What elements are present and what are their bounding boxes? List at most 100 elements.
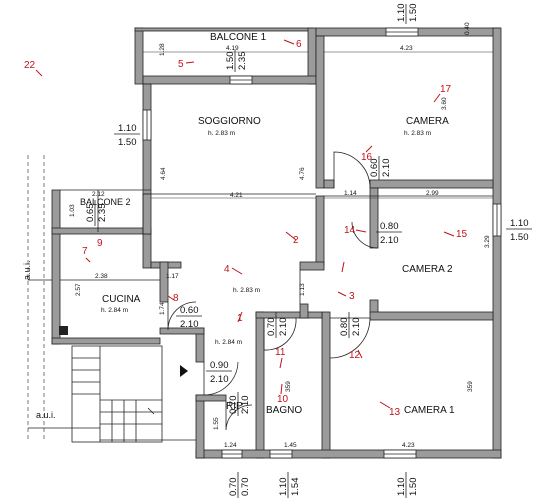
frac-bagno-door: 0.70 2.10 bbox=[266, 312, 289, 338]
frac-balcone2-door: 0.65 2.35 bbox=[85, 200, 108, 226]
wall-right-exterior bbox=[492, 27, 502, 459]
wall-top-soggiorno bbox=[142, 75, 317, 85]
frac-bottom-windows: 0.70 0.70 1.10 1.54 1.10 1.50 bbox=[228, 472, 419, 498]
wall-soggiorno-left-low bbox=[142, 193, 152, 235]
windows bbox=[142, 27, 502, 459]
label-ingresso-height: h. 2.83 m bbox=[233, 287, 260, 294]
wall-rip-top bbox=[195, 394, 227, 402]
frac-top-window: 1.10 1.50 bbox=[396, 4, 419, 24]
frac-left-window: 1.10 1.50 bbox=[114, 123, 140, 148]
frac-bal1-w: 1.50 bbox=[225, 52, 236, 71]
wall-corridor-right bbox=[315, 195, 325, 267]
frac-rip-door-h: 2.10 bbox=[240, 396, 251, 415]
frac-left-window-w: 1.10 bbox=[118, 123, 137, 134]
frac-camera-door-w: 0.60 bbox=[369, 159, 380, 178]
frac-cucina-door-w: 0.60 bbox=[180, 305, 199, 316]
frac-right-window-h: 1.50 bbox=[510, 232, 529, 243]
label-rip: RIP. bbox=[226, 401, 244, 412]
marker-12: 12 bbox=[349, 350, 361, 361]
label-cucina: CUCINA bbox=[102, 294, 141, 305]
frac-bot2-h: 1.54 bbox=[290, 478, 301, 497]
marker-15: 15 bbox=[456, 229, 468, 240]
door-camera2 bbox=[351, 221, 379, 249]
dim-balcone2-depth: 1.03 bbox=[69, 204, 76, 217]
door-camera1 bbox=[329, 317, 371, 359]
dim-rip-depth: 1.55 bbox=[213, 417, 220, 430]
marker-7: 7 bbox=[82, 246, 88, 257]
wall-balcone1-top bbox=[134, 27, 314, 32]
wall-bagno-top bbox=[255, 311, 323, 319]
door-entrance bbox=[203, 361, 239, 396]
frac-bot2-w: 1.10 bbox=[278, 478, 289, 497]
marker-8: 8 bbox=[173, 293, 179, 304]
frac-bot3-w: 1.10 bbox=[396, 478, 407, 497]
dim-cucina-depth: 2.57 bbox=[75, 283, 82, 296]
label-camera1: CAMERA 1 bbox=[404, 405, 455, 416]
column-icon bbox=[59, 326, 68, 335]
marker-16: 16 bbox=[361, 152, 373, 163]
thin-lines bbox=[27, 155, 493, 441]
doors bbox=[97, 151, 379, 431]
dim-rip-width: 1.24 bbox=[224, 442, 237, 449]
frac-left-window-h: 1.50 bbox=[118, 137, 137, 148]
marker-6: 6 bbox=[296, 39, 302, 50]
wall-cucina-right bbox=[159, 261, 169, 303]
marker-4: 4 bbox=[224, 264, 230, 275]
label-soggiorno-height: h. 2.83 m bbox=[208, 130, 235, 137]
frac-cucina-door-h: 2.10 bbox=[180, 319, 199, 330]
wall-cucina-bottom bbox=[51, 337, 161, 345]
wall-cucina-left bbox=[51, 231, 61, 345]
wall-balcone1-left bbox=[134, 27, 144, 85]
dim-soggiorno-width: 4.21 bbox=[230, 192, 243, 199]
frac-rip-door: 0.70 2.10 bbox=[228, 392, 251, 416]
marker-9: 9 bbox=[97, 238, 103, 249]
marker-11: 11 bbox=[275, 347, 286, 358]
frac-camera1-door: 0.80 2.10 bbox=[339, 312, 362, 338]
wall-cam2-left bbox=[369, 187, 379, 249]
label-balcone2: BALCONE 2 bbox=[80, 197, 131, 207]
dim-117: 1.17 bbox=[166, 273, 179, 280]
wall-balcone2-bottom bbox=[51, 227, 152, 235]
dim-balcone2-width: 2.12 bbox=[92, 191, 105, 198]
label-aui-bottom: a.u.i. bbox=[36, 410, 56, 420]
wall-camera-bottom bbox=[369, 179, 494, 189]
wall-cam1-left bbox=[321, 311, 331, 459]
dim-camera-top-right: 0.40 bbox=[464, 22, 471, 35]
marker-17: 17 bbox=[440, 84, 452, 95]
label-corridoio-height: h. 2.84 m bbox=[215, 339, 242, 346]
wall-balcone1-right bbox=[307, 27, 317, 85]
marker-22: 22 bbox=[24, 60, 36, 71]
frac-entry-h: 2.10 bbox=[210, 374, 229, 385]
marker-5: 5 bbox=[178, 59, 184, 70]
dim-camera1-width: 4.23 bbox=[402, 442, 415, 449]
frac-cam2-door-h: 2.10 bbox=[380, 235, 399, 246]
door-camera bbox=[333, 151, 371, 189]
frac-top-window-h: 1.50 bbox=[408, 4, 419, 23]
frac-rip-door-w: 0.70 bbox=[228, 396, 239, 415]
dim-balcone1-width: 4.19 bbox=[226, 45, 239, 52]
dim-bagno-depth: 359 bbox=[285, 381, 292, 392]
dim-balcone1-depth: 1.28 bbox=[159, 43, 166, 56]
frac-bot1-h: 0.70 bbox=[240, 478, 251, 497]
wall-bagno-left bbox=[255, 311, 265, 459]
door-cucina bbox=[167, 301, 197, 331]
wall-cucina-right-top bbox=[142, 231, 152, 269]
label-soggiorno: SOGGIORNO bbox=[198, 116, 261, 127]
wall-cam2-bottom bbox=[369, 311, 494, 321]
label-camera: CAMERA bbox=[406, 116, 449, 127]
wall-ingresso-stub2 bbox=[299, 303, 309, 319]
frac-bot1-w: 0.70 bbox=[228, 478, 239, 497]
label-bagno: BAGNO bbox=[266, 405, 302, 416]
wall-rip-left bbox=[195, 394, 205, 459]
label-balcone1: BALCONE 1 bbox=[210, 32, 267, 43]
dim-camera-depth: 3.60 bbox=[441, 97, 448, 110]
dim-camera-top-width: 4.23 bbox=[400, 45, 413, 52]
entrance-arrow-icon bbox=[180, 365, 188, 377]
frac-right-window: 1.10 1.50 bbox=[506, 218, 532, 243]
frac-bal2-w: 0.65 bbox=[85, 204, 96, 223]
marker-10: 10 bbox=[277, 394, 289, 405]
marker-3: 3 bbox=[349, 291, 355, 302]
marker-1: 1 bbox=[237, 313, 243, 324]
marker-2: 2 bbox=[293, 235, 299, 246]
label-cucina-height: h. 2.84 m bbox=[101, 307, 128, 314]
